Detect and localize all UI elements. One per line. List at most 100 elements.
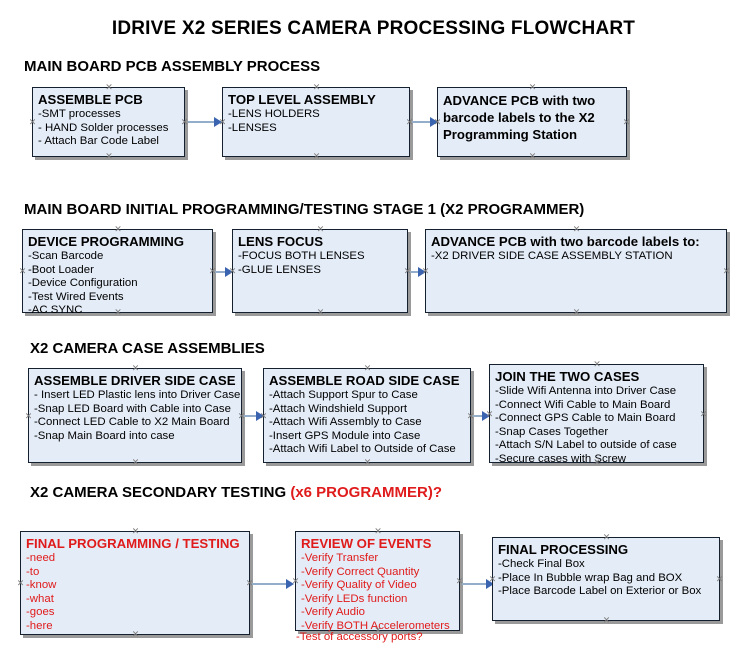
handle-left-icon[interactable] (259, 412, 268, 421)
handle-top-icon[interactable] (528, 83, 537, 92)
node-item: -Snap Cases Together (495, 425, 609, 438)
handle-right-icon[interactable] (699, 410, 708, 419)
handle-bottom-icon[interactable] (602, 616, 611, 625)
handle-left-icon[interactable] (28, 118, 37, 127)
node-join-the-two-cases[interactable]: JOIN THE TWO CASES -Slide Wifi Antenna i… (489, 364, 704, 465)
handle-top-icon[interactable] (602, 533, 611, 542)
arrow-assemble-pcb-to-top-level (188, 116, 222, 127)
node-review-of-events[interactable]: REVIEW OF EVENTS -Verify Transfer -Verif… (295, 531, 460, 632)
node-title: FINAL PROGRAMMING / TESTING (26, 536, 240, 551)
handle-left-icon[interactable] (228, 267, 237, 276)
handle-bottom-icon[interactable] (105, 152, 114, 161)
handle-left-icon[interactable] (16, 579, 25, 588)
handle-bottom-icon[interactable] (131, 630, 140, 639)
node-title: ASSEMBLE ROAD SIDE CASE (269, 373, 460, 388)
node-title: REVIEW OF EVENTS (301, 536, 432, 551)
node-item: -Connect GPS Cable to Main Board (495, 412, 676, 425)
handle-right-icon[interactable] (722, 267, 731, 276)
node-lens-focus[interactable]: LENS FOCUS -FOCUS BOTH LENSES -GLUE LENS… (232, 229, 408, 313)
node-item: -Test Wired Events (28, 290, 124, 303)
handle-left-icon[interactable] (291, 577, 300, 586)
node-item: -Boot Loader (28, 263, 94, 276)
node-item: -Verify LEDs function (301, 592, 408, 605)
node-item: -Place In Bubble wrap Bag and BOX (498, 571, 683, 584)
section-heading-1: MAIN BOARD PCB ASSEMBLY PROCESS (24, 58, 320, 75)
handle-left-icon[interactable] (488, 575, 497, 584)
handle-bottom-icon[interactable] (114, 308, 123, 317)
arrow-shaft (252, 582, 286, 585)
handle-top-icon[interactable] (131, 527, 140, 536)
node-item: -Attach S/N Label to outside of case (495, 439, 677, 452)
handle-left-icon[interactable] (433, 118, 442, 127)
handle-top-icon[interactable] (363, 364, 372, 373)
node-item: -goes (26, 606, 55, 619)
handle-top-icon[interactable] (114, 225, 123, 234)
handle-right-icon[interactable] (622, 118, 631, 127)
node-item: -Snap Main Board into case (34, 429, 175, 442)
node-item: -Place Barcode Label on Exterior or Box (498, 585, 702, 598)
handle-bottom-icon[interactable] (593, 458, 602, 467)
node-title: ASSEMBLE DRIVER SIDE CASE (34, 373, 236, 388)
section-heading-1-text: MAIN BOARD PCB ASSEMBLY PROCESS (24, 58, 321, 75)
node-item: -AC SYNC (28, 304, 83, 317)
handle-top-icon[interactable] (316, 225, 325, 234)
node-title: FINAL PROCESSING (498, 542, 629, 557)
handle-right-icon[interactable] (715, 575, 724, 584)
section-heading-3-text: X2 CAMERA CASE ASSEMBLIES (30, 340, 265, 357)
node-item: -Device Configuration (28, 277, 138, 290)
handle-top-icon[interactable] (312, 83, 321, 92)
node-item: -Attach Support Spur to Case (269, 389, 418, 401)
node-item: -Insert GPS Module into Case (269, 429, 421, 442)
node-assemble-pcb[interactable]: ASSEMBLE PCB -SMT processes - HAND Solde… (32, 87, 185, 157)
arrow-head-icon (286, 578, 294, 589)
arrow-shaft (410, 270, 418, 273)
node-assemble-driver-side-case[interactable]: ASSEMBLE DRIVER SIDE CASE - Insert LED P… (28, 368, 242, 463)
node-item: - Insert LED Plastic lens into Driver Ca… (34, 389, 241, 401)
handle-top-icon[interactable] (105, 83, 114, 92)
node-item: -LENSES (228, 121, 277, 134)
handle-left-icon[interactable] (218, 118, 227, 127)
handle-top-icon[interactable] (572, 225, 581, 234)
node-title: DEVICE PROGRAMMING (28, 234, 185, 249)
handle-bottom-icon[interactable] (316, 308, 325, 317)
handle-bottom-icon[interactable] (528, 152, 537, 161)
node-item: -GLUE LENSES (238, 263, 321, 276)
node-item: -Verify Correct Quantity (301, 565, 420, 578)
node-device-programming[interactable]: DEVICE PROGRAMMING -Scan Barcode -Boot L… (22, 229, 213, 316)
node-top-level-assembly[interactable]: TOP LEVEL ASSEMBLY -LENS HOLDERS -LENSES (222, 87, 410, 157)
node-advance-pcb-to-programming-station[interactable]: ADVANCE PCB with two barcode labels to t… (437, 87, 627, 157)
handle-bottom-icon[interactable] (131, 458, 140, 467)
handle-left-icon[interactable] (18, 267, 27, 276)
section-heading-3: X2 CAMERA CASE ASSEMBLIES (30, 340, 265, 357)
section-heading-4-accent: (x6 PROGRAMMER)? (290, 484, 442, 501)
handle-top-icon[interactable] (374, 527, 383, 536)
node-item: -FOCUS BOTH LENSES (238, 250, 365, 262)
node-item: -to (26, 565, 40, 578)
handle-left-icon[interactable] (24, 412, 33, 421)
handle-left-icon[interactable] (421, 267, 430, 276)
arrow-final-programming-to-review (252, 578, 294, 589)
node-item: -Slide Wifi Antenna into Driver Case (495, 385, 677, 397)
node-title: TOP LEVEL ASSEMBLY (228, 92, 376, 107)
section-heading-2-text: MAIN BOARD INITIAL PROGRAMMING/TESTING S… (24, 201, 585, 218)
handle-top-icon[interactable] (131, 364, 140, 373)
handle-top-icon[interactable] (593, 360, 602, 369)
arrow-shaft (473, 414, 482, 417)
handle-bottom-icon[interactable] (572, 308, 581, 317)
arrow-shaft (215, 270, 225, 273)
node-assemble-road-side-case[interactable]: ASSEMBLE ROAD SIDE CASE -Attach Support … (263, 368, 471, 463)
handle-bottom-icon[interactable] (312, 152, 321, 161)
handle-left-icon[interactable] (485, 410, 494, 419)
handle-bottom-icon[interactable] (363, 458, 372, 467)
node-final-programming-testing[interactable]: FINAL PROGRAMMING / TESTING -need -to -k… (20, 531, 250, 635)
node-item: -Verify Quality of Video (301, 579, 417, 592)
node-item: -here (26, 619, 53, 632)
node-final-processing[interactable]: FINAL PROCESSING -Check Final Box -Place… (492, 537, 720, 621)
section-heading-4: X2 CAMERA SECONDARY TESTING (x6 PROGRAMM… (30, 484, 442, 501)
section-heading-4-text: X2 CAMERA SECONDARY TESTING (30, 484, 287, 501)
node-item: -know (26, 579, 57, 592)
node-item: -need (26, 552, 56, 564)
node-advance-pcb-to-driver-side-case[interactable]: ADVANCE PCB with two barcode labels to: … (425, 229, 727, 313)
node-item: -LENS HOLDERS (228, 108, 320, 120)
